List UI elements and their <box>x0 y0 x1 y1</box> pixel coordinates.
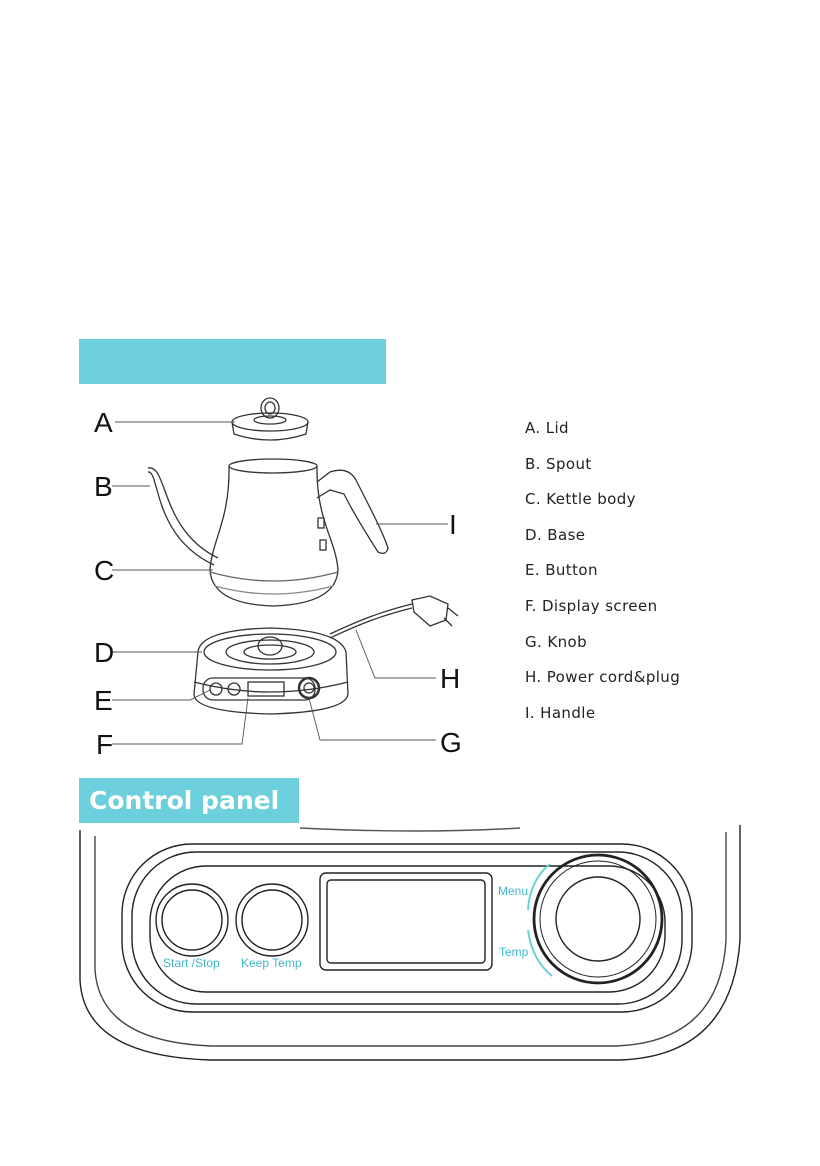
control-panel-diagram: Start /Stop Keep Temp Menu Temp <box>0 820 820 1166</box>
parts-legend: A. Lid B. Spout C. Kettle body D. Base E… <box>525 416 680 736</box>
callout-e: E <box>94 685 113 716</box>
callout-a: A <box>94 407 113 438</box>
kettle-body-illustration <box>148 459 388 606</box>
legend-item: G. Knob <box>525 630 680 666</box>
legend-item: F. Display screen <box>525 594 680 630</box>
callout-g: G <box>440 727 462 758</box>
legend-item: B. Spout <box>525 452 680 488</box>
callout-i: I <box>449 509 457 540</box>
legend-item: A. Lid <box>525 416 680 452</box>
legend-item: D. Base <box>525 523 680 559</box>
lid-illustration <box>232 398 308 440</box>
keep-temp-button-inner <box>242 890 302 950</box>
kettle-exploded-diagram: A B C D E F G H I <box>0 390 820 770</box>
callout-c: C <box>94 555 114 586</box>
callout-d: D <box>94 637 114 668</box>
knob <box>534 855 662 983</box>
legend-item: C. Kettle body <box>525 487 680 523</box>
control-panel-title: Control panel <box>79 778 299 823</box>
start-stop-button <box>156 884 228 956</box>
legend-item: E. Button <box>525 558 680 594</box>
callout-f: F <box>96 729 113 760</box>
keep-temp-label: Keep Temp <box>241 956 302 970</box>
knob-ring <box>540 861 656 977</box>
knob-temp-label: Temp <box>499 945 529 959</box>
keep-temp-button <box>236 884 308 956</box>
display-screen-inner <box>327 880 485 963</box>
base-illustration <box>194 628 348 714</box>
knob-center <box>556 877 640 961</box>
display-screen <box>320 873 492 970</box>
callout-h: H <box>440 663 460 694</box>
temp-arc <box>528 930 552 976</box>
legend-item: H. Power cord&plug <box>525 665 680 701</box>
knob-menu-label: Menu <box>498 884 528 898</box>
parts-banner <box>79 339 386 384</box>
start-stop-button-inner <box>162 890 222 950</box>
callout-b: B <box>94 471 113 502</box>
power-cord-illustration <box>330 596 458 638</box>
base-outline <box>80 825 740 1060</box>
start-stop-label: Start /Stop <box>163 956 220 970</box>
menu-arc <box>528 864 550 910</box>
legend-item: I. Handle <box>525 701 680 737</box>
